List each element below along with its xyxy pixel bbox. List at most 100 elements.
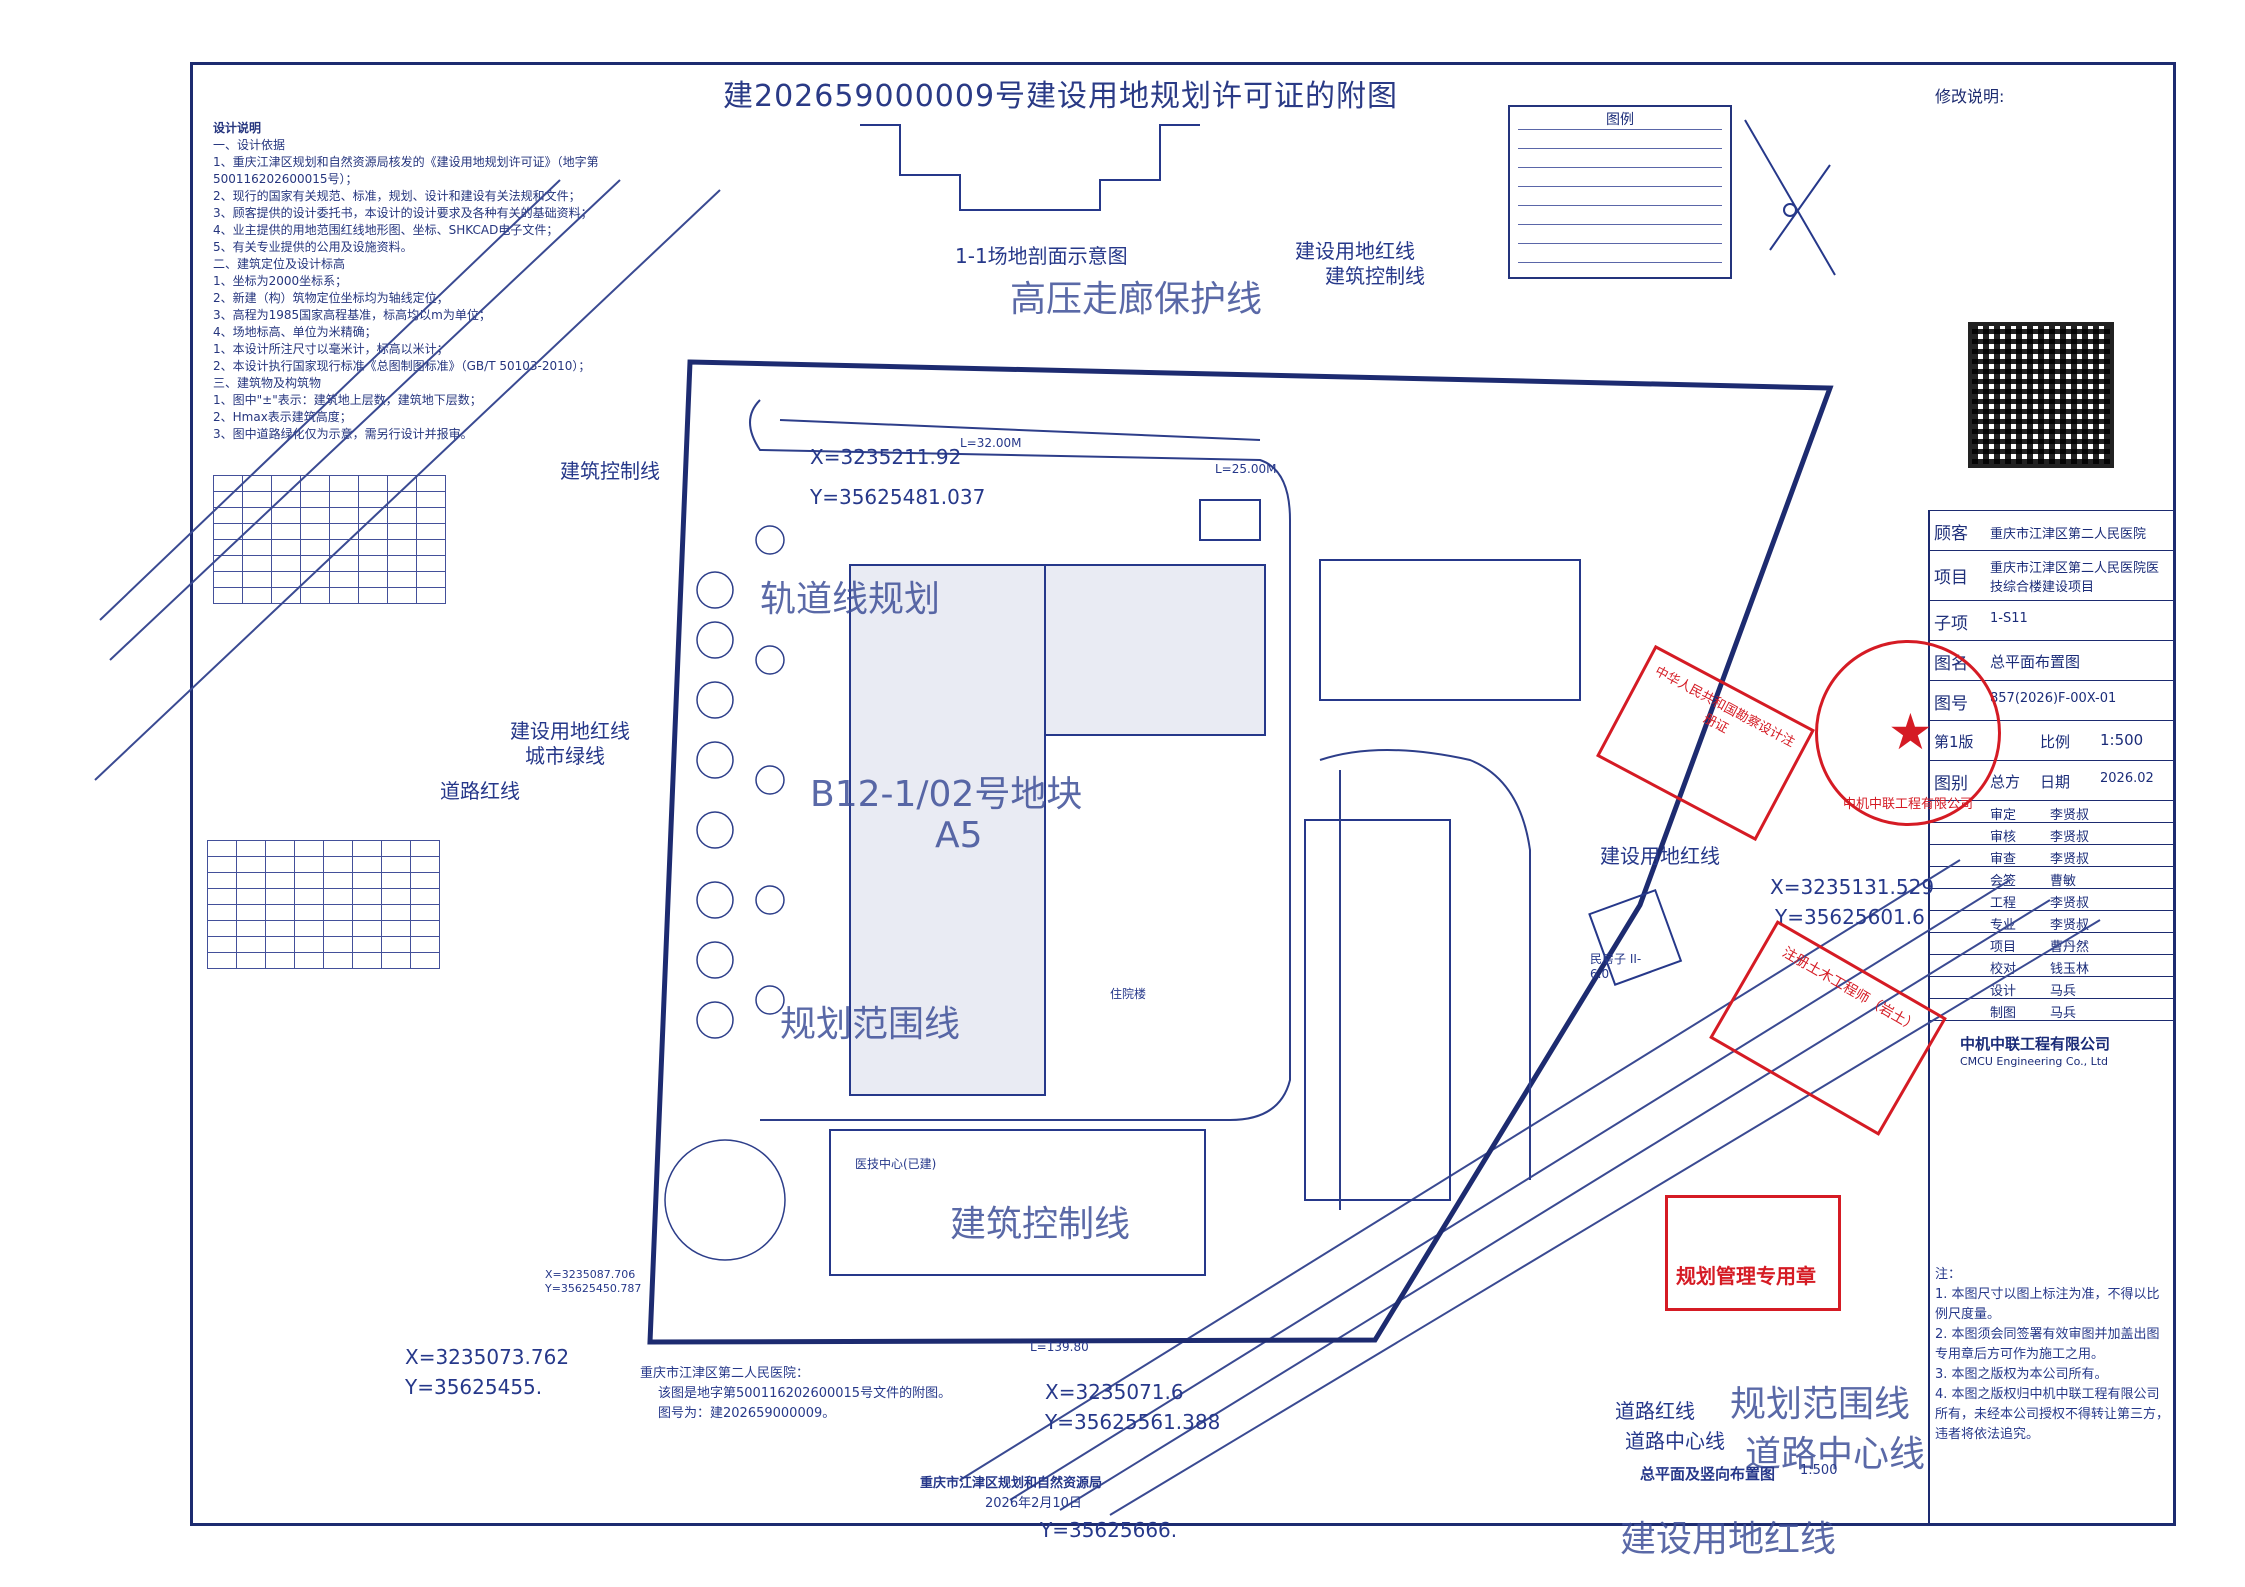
approval-line-1: 重庆市江津区第二人民医院：	[640, 1366, 810, 1381]
building-control-label: 建筑控制线	[950, 1204, 1131, 1245]
title-bar: 建202659000009号建设用地规划许可证的附图	[193, 65, 1523, 114]
tb-role-row: 项目 曹丹然	[1930, 932, 2175, 955]
building-control-label-3: 建筑控制线	[1325, 264, 1425, 288]
tb-role-row: 专业 李贤叔	[1930, 910, 2175, 933]
company-seal: ★ 中机中联工程有限公司	[1815, 640, 2001, 826]
notes-line: 2、现行的国家有关规范、标准，规划、设计和建设有关法规和文件；	[213, 189, 581, 203]
notes-line: 一、设计依据	[213, 138, 286, 152]
tb-client: 重庆市江津区第二人民医院	[1990, 527, 2147, 542]
high-voltage-label: 高压走廊保护线	[1010, 279, 1263, 320]
building-control-label-2: 建筑控制线	[560, 459, 660, 483]
legend-row	[1518, 262, 1722, 281]
notes-line: 3、图中道路绿化仅为示意，需另行设计并报审。	[213, 427, 473, 441]
outpatient-label: 医技中心(已建)	[855, 1157, 937, 1171]
right-note: 1. 本图尺寸以图上标注为准，不得以比例尺度量。	[1935, 1287, 2160, 1322]
tb-sub: 1-S11	[1990, 611, 2028, 626]
land-red-line-label: 建设用地红线	[1295, 239, 1415, 263]
drawing-title: 建202659000009号建设用地规划许可证的附图	[723, 79, 1399, 114]
tb-name: 马兵	[2050, 984, 2077, 999]
tb-name: 李贤叔	[2050, 918, 2090, 933]
road-red-label: 道路红线	[440, 779, 520, 803]
legend-box: 图例	[1508, 105, 1732, 279]
tb-role-row: 审定 李贤叔	[1930, 800, 2175, 823]
tb-role: 工程	[1990, 896, 2017, 911]
residence-label: 民房子 II-6.0	[1590, 952, 1642, 981]
notes-line: 1、重庆江津区规划和自然资源局核发的《建设用地规划许可证》（地字第5001162…	[213, 155, 599, 186]
tb-date-label: 日期	[2040, 773, 2071, 791]
notes-line: 1、图中"±"表示：建筑地上层数，建筑地下层数；	[213, 393, 482, 407]
right-note: 2. 本图须会同签署有效审图并加盖出图专用章后方可作为施工之用。	[1935, 1327, 2160, 1362]
notes-line: 4、场地标高、单位为米精确；	[213, 325, 377, 339]
tb-role: 会签	[1990, 874, 2017, 889]
coord-left-x: X=3235087.706	[545, 1268, 636, 1281]
tb-drawing-no: 857(2026)F-00X-01	[1990, 691, 2117, 706]
legend-row	[1518, 148, 1722, 167]
notes-line: 4、业主提供的用地范围红线地形图、坐标、SHKCAD电子文件；	[213, 223, 559, 237]
road-center-label-2: 道路中心线	[1745, 1434, 1926, 1475]
tb-role: 审核	[1990, 830, 2017, 845]
planning-seal-text: 规划管理专用章	[1676, 1264, 1816, 1288]
tb-company: 中机中联工程有限公司	[1960, 1035, 2111, 1053]
legend-row	[1518, 129, 1722, 148]
tb-name: 李贤叔	[2050, 852, 2090, 867]
dimension-3: L=32.00M	[960, 436, 1022, 450]
tb-role: 专业	[1990, 918, 2017, 933]
notes-line: 1、本设计所注尺寸以毫米计，标高以米计；	[213, 342, 449, 356]
tb-name: 曹敏	[2050, 874, 2077, 889]
coord-top-x: X=3235211.92	[810, 445, 962, 469]
right-note: 注：	[1935, 1267, 1962, 1282]
tb-role-row: 制图 马兵	[1930, 998, 2175, 1021]
coord-top-y: Y=35625481.037	[810, 485, 986, 509]
legend-row	[1518, 186, 1722, 205]
coord-3x: X=3235131.529	[1770, 875, 1935, 899]
title-block: 顾客 重庆市江津区第二人民医院 项目 重庆市江津区第二人民医院医技综合楼建设项目…	[1928, 510, 2175, 1523]
tb-role: 制图	[1990, 1006, 2017, 1021]
legend-row	[1518, 224, 1722, 243]
tb-client-row: 顾客 重庆市江津区第二人民医院	[1930, 510, 2175, 551]
notes-line: 3、顾客提供的设计委托书，本设计的设计要求及各种有关的基础资料；	[213, 206, 593, 220]
section-label: 1-1场地剖面示意图	[955, 244, 1128, 268]
plot-code: A5	[935, 815, 983, 856]
inpatient-label: 住院楼	[1110, 987, 1147, 1001]
coord-1y: Y=35625455.	[405, 1375, 543, 1399]
tb-role-row: 审查 李贤叔	[1930, 844, 2175, 867]
legend-row	[1518, 167, 1722, 186]
drawing-name: 总平面及竖向布置图	[1640, 1465, 1776, 1483]
area-table	[207, 840, 440, 969]
tb-role: 审查	[1990, 852, 2017, 867]
notes-line: 1、坐标为2000坐标系；	[213, 274, 348, 288]
tb-role-row: 设计 马兵	[1930, 976, 2175, 999]
trees	[664, 525, 786, 1261]
tb-role-row: 会签 曹敏	[1930, 866, 2175, 889]
indicator-table	[213, 475, 446, 604]
coord-3y: Y=35625601.6	[1775, 905, 1925, 929]
coord-1x: X=3235073.762	[405, 1345, 570, 1369]
approval-date: 2026年2月10日	[985, 1496, 1082, 1511]
revision-label: 修改说明:	[1935, 87, 2005, 106]
notes-line: 2、本设计执行国家现行标准《总图制图标准》（GB/T 50103-2010）；	[213, 359, 591, 373]
land-red-line-bottom: 建设用地红线	[1620, 1519, 1837, 1560]
right-note: 3. 本图之版权为本公司所有。	[1935, 1367, 2108, 1382]
site-boundary	[647, 359, 1834, 1345]
tb-name: 李贤叔	[2050, 896, 2090, 911]
qr-code	[1968, 322, 2114, 468]
tb-role: 审定	[1990, 808, 2017, 823]
notes-line: 二、建筑定位及设计标高	[213, 257, 346, 271]
coord-bottom: Y=35625666.	[1040, 1518, 1178, 1542]
tb-client-label: 顾客	[1934, 524, 1968, 544]
coord-left-y: Y=35625450.787	[545, 1282, 642, 1295]
drawing-sheet: 建202659000009号建设用地规划许可证的附图 设计说明 一、设计依据 1…	[190, 62, 2176, 1526]
planning-scope-label: 规划范围线	[780, 1004, 961, 1045]
notes-line: 三、建筑物及构筑物	[213, 376, 322, 390]
tb-project-row: 项目 重庆市江津区第二人民医院医技综合楼建设项目	[1930, 550, 2175, 601]
ring-line-label: 轨道线规划	[760, 579, 941, 620]
coord-2y: Y=35625561.388	[1045, 1410, 1221, 1434]
notes-line: 5、有关专业提供的公用及设施资料。	[213, 240, 413, 254]
tb-scale-label: 比例	[2040, 733, 2071, 751]
plot-label: B12-1/02号地块	[810, 774, 1083, 815]
road-center-label: 道路中心线	[1625, 1429, 1725, 1453]
notes-heading: 设计说明	[213, 121, 262, 135]
dimension-1: L=139.80	[1030, 1340, 1089, 1354]
tb-sub-row: 子项 1-S11	[1930, 600, 2175, 641]
